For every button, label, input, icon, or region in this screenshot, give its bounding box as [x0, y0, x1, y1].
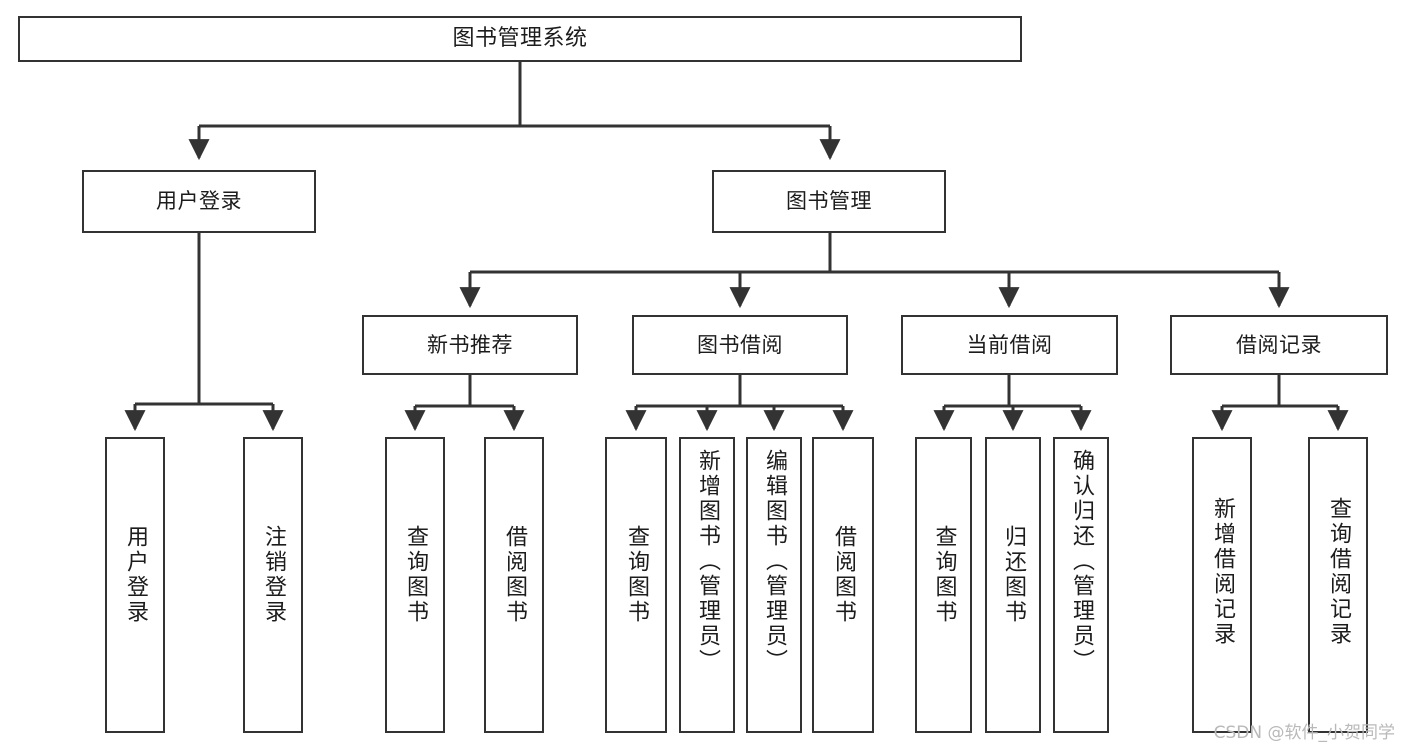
node-borrow-record-label: 借阅记录	[1236, 332, 1322, 357]
leaf-add-borrow-record-label: 新增借阅记录	[1210, 497, 1235, 647]
leaf-confirm-return-label: 确认归还（管理员）	[1069, 449, 1094, 674]
node-user-login-label: 用户登录	[156, 189, 242, 214]
node-current-borrow-label: 当前借阅	[966, 332, 1053, 357]
leaf-query-book-1[interactable]: 查询图书	[385, 437, 445, 733]
leaf-borrow-book-1[interactable]: 借阅图书	[484, 437, 544, 733]
leaf-query-book-3-label: 查询图书	[931, 525, 957, 625]
leaf-query-borrow-record-label: 查询借阅记录	[1326, 497, 1351, 647]
leaf-logout-login[interactable]: 注销登录	[243, 437, 303, 733]
leaf-borrow-book-2-label: 借阅图书	[831, 525, 856, 625]
node-book-borrow-label: 图书借阅	[697, 332, 783, 357]
leaf-logout-login-label: 注销登录	[261, 525, 286, 625]
leaf-confirm-return[interactable]: 确认归还（管理员）	[1053, 437, 1109, 733]
leaf-query-book-1-label: 查询图书	[403, 525, 428, 625]
leaf-add-book-label: 新增图书（管理员）	[695, 449, 720, 674]
leaf-edit-book-label: 编辑图书（管理员）	[762, 449, 787, 674]
leaf-query-book-2[interactable]: 查询图书	[605, 437, 667, 733]
leaf-query-book-3[interactable]: 查询图书	[915, 437, 972, 733]
node-book-borrow[interactable]: 图书借阅	[632, 315, 848, 375]
leaf-borrow-book-2[interactable]: 借阅图书	[812, 437, 874, 733]
node-root-label: 图书管理系统	[452, 26, 588, 52]
leaf-return-book[interactable]: 归还图书	[985, 437, 1041, 733]
csdn-watermark: CSDN @软件_小贺同学	[1213, 723, 1395, 743]
node-book-manage[interactable]: 图书管理	[712, 170, 946, 233]
leaf-return-book-label: 归还图书	[1001, 525, 1026, 625]
node-user-login[interactable]: 用户登录	[82, 170, 316, 233]
leaf-query-book-2-label: 查询图书	[624, 525, 649, 625]
leaf-edit-book[interactable]: 编辑图书（管理员）	[746, 437, 802, 733]
node-current-borrow[interactable]: 当前借阅	[901, 315, 1118, 375]
leaf-user-login-label: 用户登录	[123, 525, 148, 625]
leaf-query-borrow-record[interactable]: 查询借阅记录	[1308, 437, 1368, 733]
leaf-user-login[interactable]: 用户登录	[105, 437, 165, 733]
node-book-manage-label: 图书管理	[786, 189, 872, 214]
node-borrow-record[interactable]: 借阅记录	[1170, 315, 1388, 375]
leaf-add-book[interactable]: 新增图书（管理员）	[679, 437, 735, 733]
leaf-borrow-book-1-label: 借阅图书	[502, 525, 527, 625]
node-new-book-recommend[interactable]: 新书推荐	[362, 315, 578, 375]
leaf-add-borrow-record[interactable]: 新增借阅记录	[1192, 437, 1252, 733]
node-new-book-recommend-label: 新书推荐	[427, 332, 513, 357]
node-root[interactable]: 图书管理系统	[18, 16, 1022, 62]
